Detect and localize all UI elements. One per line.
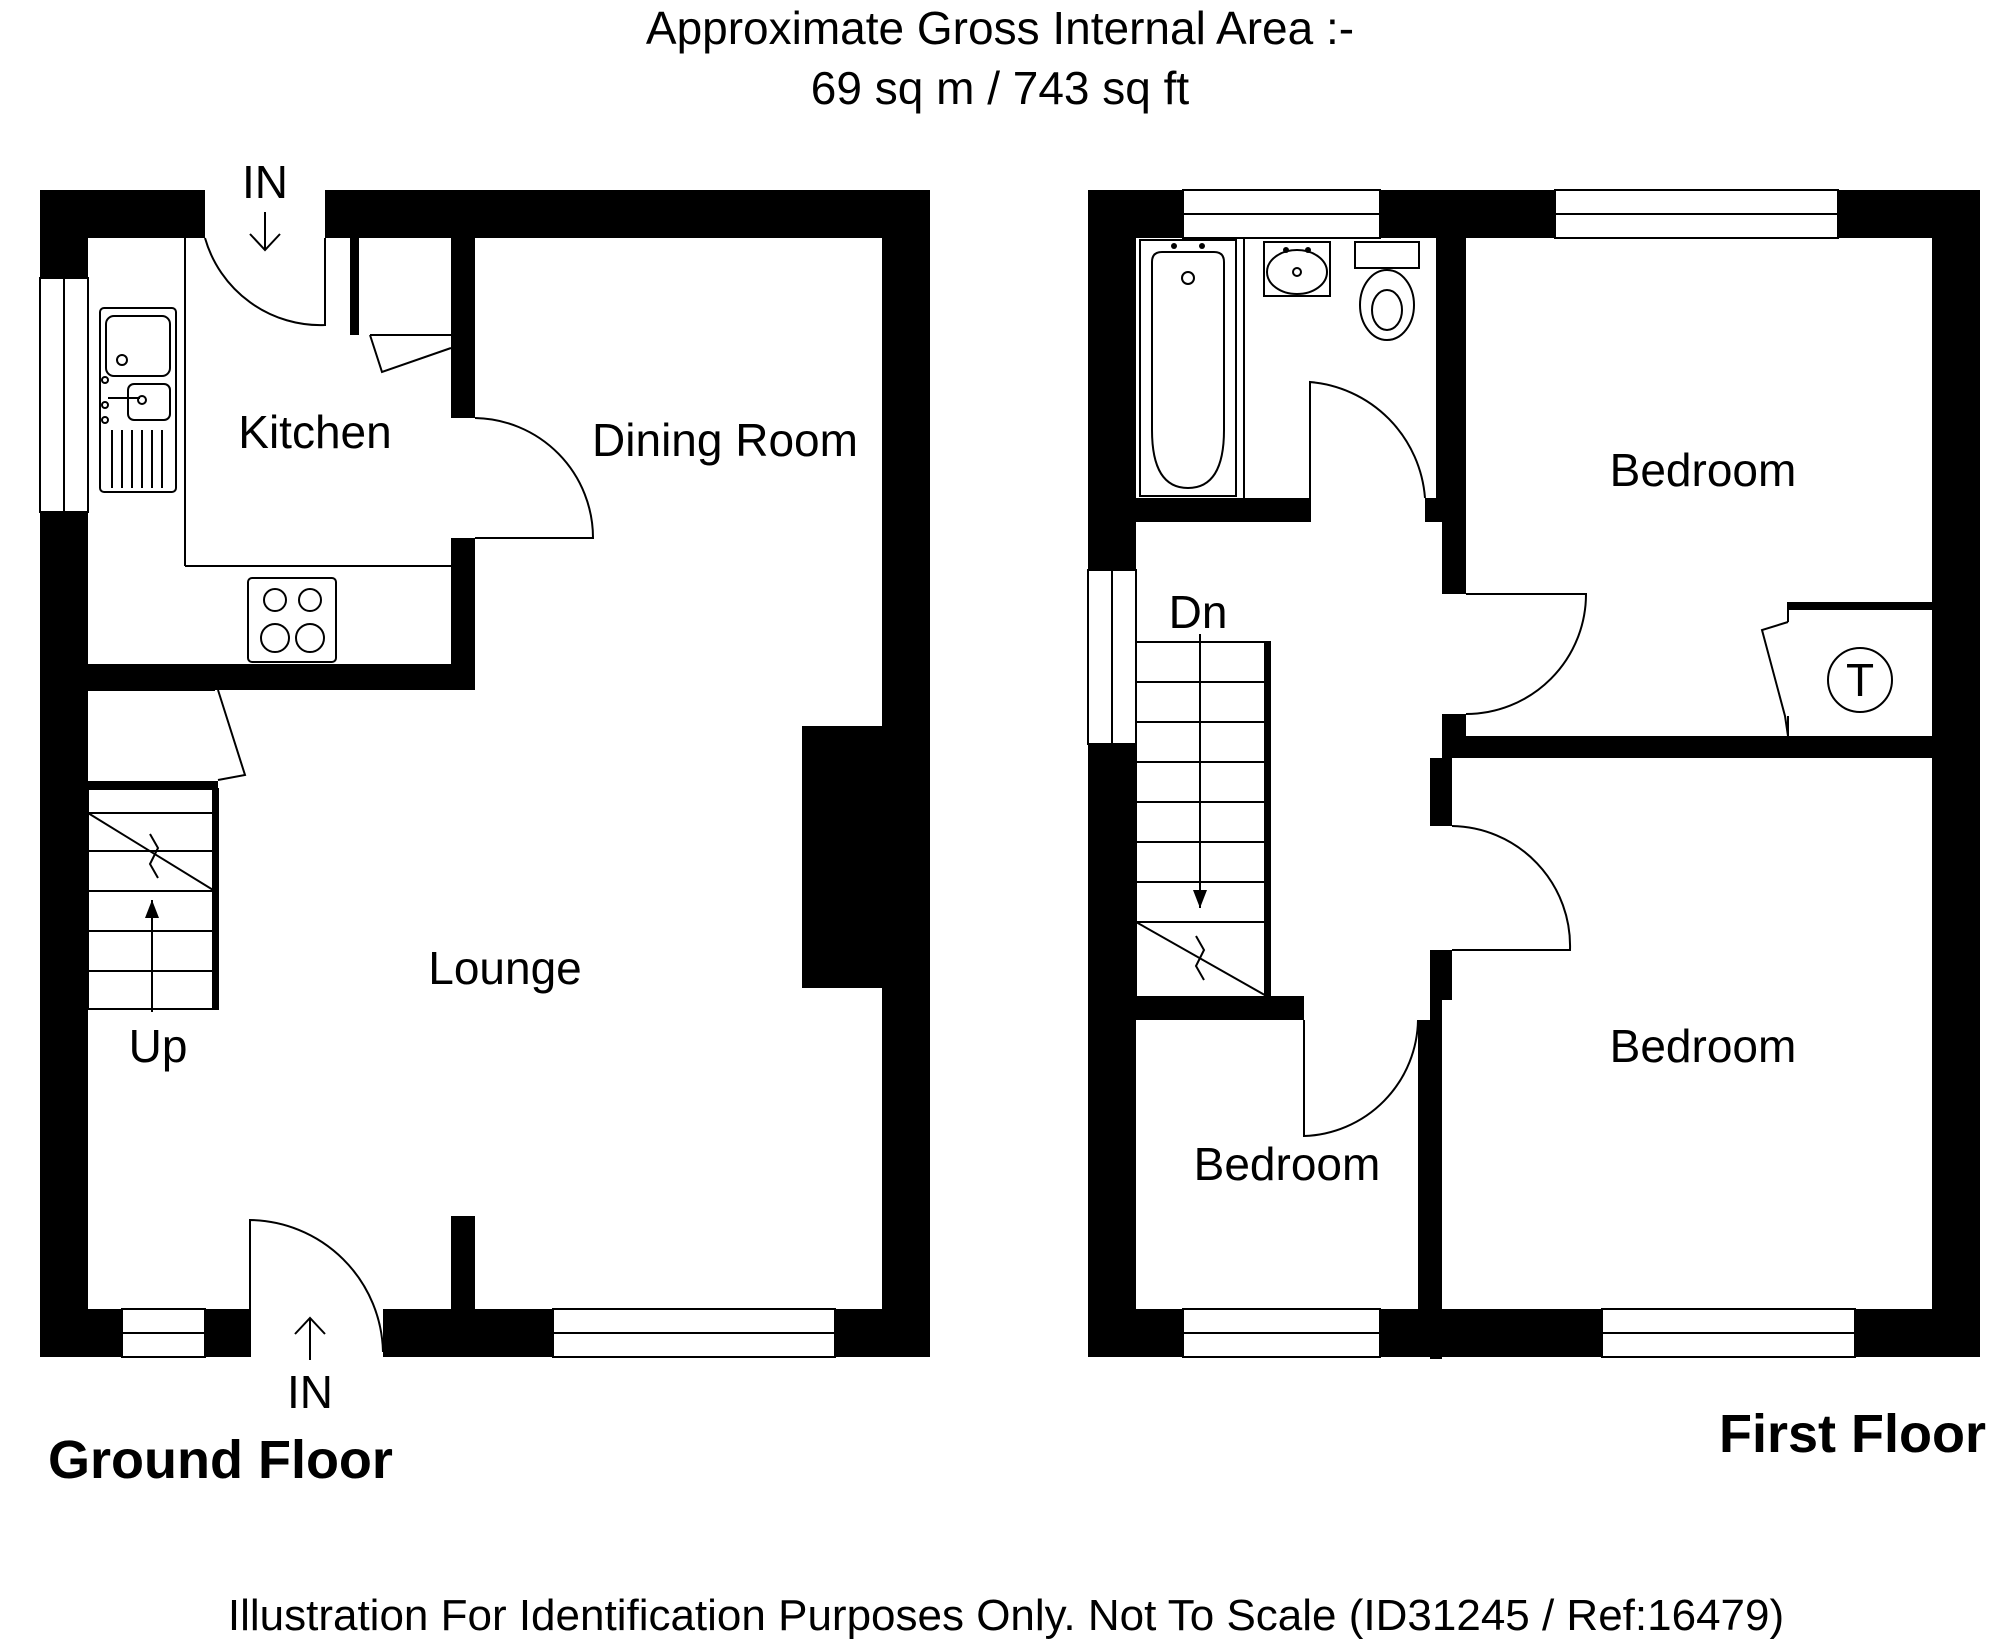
gf-entrance-door-bottom[interactable]	[249, 1218, 384, 1357]
ff-wall-left-lower	[1088, 744, 1136, 1357]
gf-wall-left-upper	[40, 190, 88, 278]
ff-staircase	[1135, 634, 1271, 999]
gf-wall-bottom-d	[835, 1309, 930, 1357]
ff-wall-bedroom-right-lower	[1430, 950, 1452, 1000]
kitchen-sink-icon	[99, 307, 177, 493]
gf-entrance-top-label: IN	[242, 156, 288, 208]
room-label-kitchen: Kitchen	[238, 406, 391, 458]
gf-wall-kitchen-bottom	[88, 664, 475, 690]
gf-wall-bottom-c	[383, 1309, 553, 1357]
ground-floor-plan: IN	[39, 156, 930, 1490]
ff-wall-landing-right-mid	[1442, 714, 1466, 738]
ff-wall-bottom-c	[1855, 1309, 1980, 1357]
ff-wall-right	[1932, 190, 1980, 1357]
ff-airing-cupboard-wall	[1788, 602, 1932, 610]
kitchen-hob-icon	[247, 577, 337, 663]
ff-wall-bedroom-right-stub	[1430, 1000, 1442, 1359]
ff-wall-landing-right-upper	[1442, 238, 1466, 594]
ff-wall-bathroom-bottom	[1136, 498, 1310, 522]
gf-entrance-bottom-arrow	[294, 1316, 326, 1360]
first-floor-plan: T Dn Bedroom Bedroom Bedroom First Floo	[1087, 189, 1986, 1464]
room-label-dining-room: Dining Room	[592, 414, 858, 466]
ff-bathroom-door[interactable]	[1309, 380, 1426, 522]
gf-wall-right	[882, 190, 930, 1357]
ff-wall-bottom-b	[1380, 1309, 1602, 1357]
gf-wall-bottom-b	[205, 1309, 250, 1357]
toilet-icon	[1354, 241, 1420, 341]
ff-wall-small-bedroom-right	[1418, 1020, 1430, 1309]
ff-wall-bedroom-right-upper	[1430, 758, 1452, 826]
room-label-bedroom-bottom-left: Bedroom	[1194, 1138, 1381, 1190]
gf-chimney-breast	[802, 726, 884, 988]
gf-staircase	[87, 788, 219, 1012]
room-label-bedroom-top-right: Bedroom	[1610, 444, 1797, 496]
room-label-bedroom-bottom-right: Bedroom	[1610, 1020, 1797, 1072]
hot-water-tank-icon: T	[1827, 647, 1893, 713]
bath-icon	[1139, 239, 1237, 497]
ground-floor-title: Ground Floor	[48, 1430, 393, 1490]
gf-wall-top-right	[325, 190, 930, 238]
ff-bedroom-small-door[interactable]	[1303, 1019, 1419, 1138]
ff-wall-top-b	[1380, 190, 1555, 238]
gf-entrance-bottom-label: IN	[287, 1366, 333, 1418]
first-floor-title: First Floor	[1719, 1404, 1986, 1464]
disclaimer-footer: Illustration For Identification Purposes…	[228, 1591, 1784, 1640]
ff-bedroom-top-door[interactable]	[1465, 593, 1588, 715]
gf-wall-bottom-a	[40, 1309, 122, 1357]
gf-stairs-label: Up	[129, 1020, 188, 1072]
gf-entrance-door-top[interactable]	[204, 237, 326, 327]
tank-label: T	[1846, 654, 1874, 706]
gf-wall-lounge-dining-stub	[451, 1216, 475, 1311]
gf-kitchen-dining-door[interactable]	[474, 417, 595, 539]
gf-understairs-wall-top	[88, 781, 218, 789]
ff-wall-bottom-a	[1088, 1309, 1183, 1357]
ff-bedroom-right-door[interactable]	[1451, 825, 1572, 951]
ff-stairs-label: Dn	[1169, 586, 1228, 638]
ff-wall-left-upper	[1088, 190, 1136, 570]
gf-wall-kitchen-dining-upper	[451, 238, 475, 418]
area-heading: Approximate Gross Internal Area :-	[646, 2, 1354, 54]
ff-wall-bedroom-divider	[1442, 736, 1980, 758]
basin-icon	[1263, 241, 1331, 297]
gf-pantry-wall	[350, 238, 358, 335]
area-value: 69 sq m / 743 sq ft	[811, 62, 1190, 114]
ff-wall-small-bedroom-top	[1136, 996, 1304, 1020]
ff-wall-bathroom-right	[1436, 238, 1442, 498]
gf-wall-left-lower	[40, 512, 88, 1357]
gf-entrance-top-arrow	[249, 212, 281, 252]
room-label-lounge: Lounge	[428, 942, 582, 994]
ff-wall-bathroom-stub	[1425, 498, 1442, 522]
